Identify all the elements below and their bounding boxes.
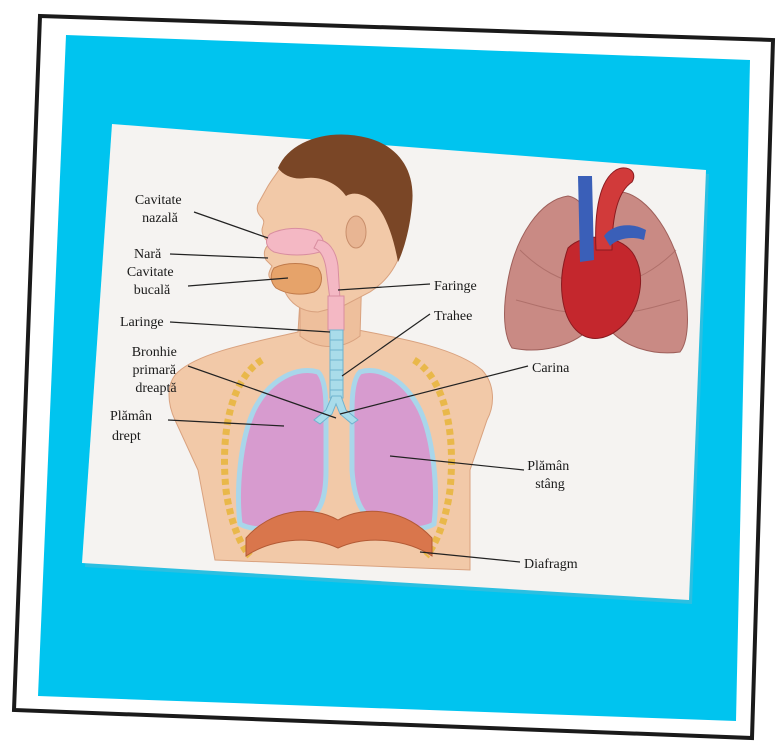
label-plaman-drept-line1: Plămân — [110, 409, 152, 424]
inset-vena-cava — [578, 176, 594, 262]
label-laringe: Laringe — [120, 315, 164, 330]
label-bronhie-line3: dreaptă — [135, 381, 177, 396]
label-bronhie-line1: Bronhie — [132, 345, 177, 360]
nasal-cavity-shape — [267, 228, 324, 255]
label-faringe: Faringe — [434, 279, 477, 294]
label-carina: Carina — [532, 361, 570, 376]
label-plaman-drept-line2: drept — [112, 429, 141, 444]
label-bronhie-line2: primară — [132, 363, 176, 378]
label-trahee: Trahee — [434, 309, 472, 324]
label-diafragm: Diafragm — [524, 557, 578, 572]
ear — [346, 216, 366, 248]
larynx-shape — [328, 296, 344, 330]
label-nara: Nară — [134, 247, 162, 262]
label-bronhie: Bronhie primară dreaptă — [132, 345, 181, 396]
label-cavitate-nazala-line2: nazală — [142, 211, 179, 226]
label-cavitate-bucala-line1: Cavitate — [127, 265, 174, 280]
label-plaman-stang-line2: stâng — [535, 477, 565, 492]
label-cavitate-bucala-line2: bucală — [134, 283, 171, 298]
label-cavitate-nazala-line1: Cavitate — [135, 193, 182, 208]
label-plaman-stang-line1: Plămân — [527, 459, 569, 474]
